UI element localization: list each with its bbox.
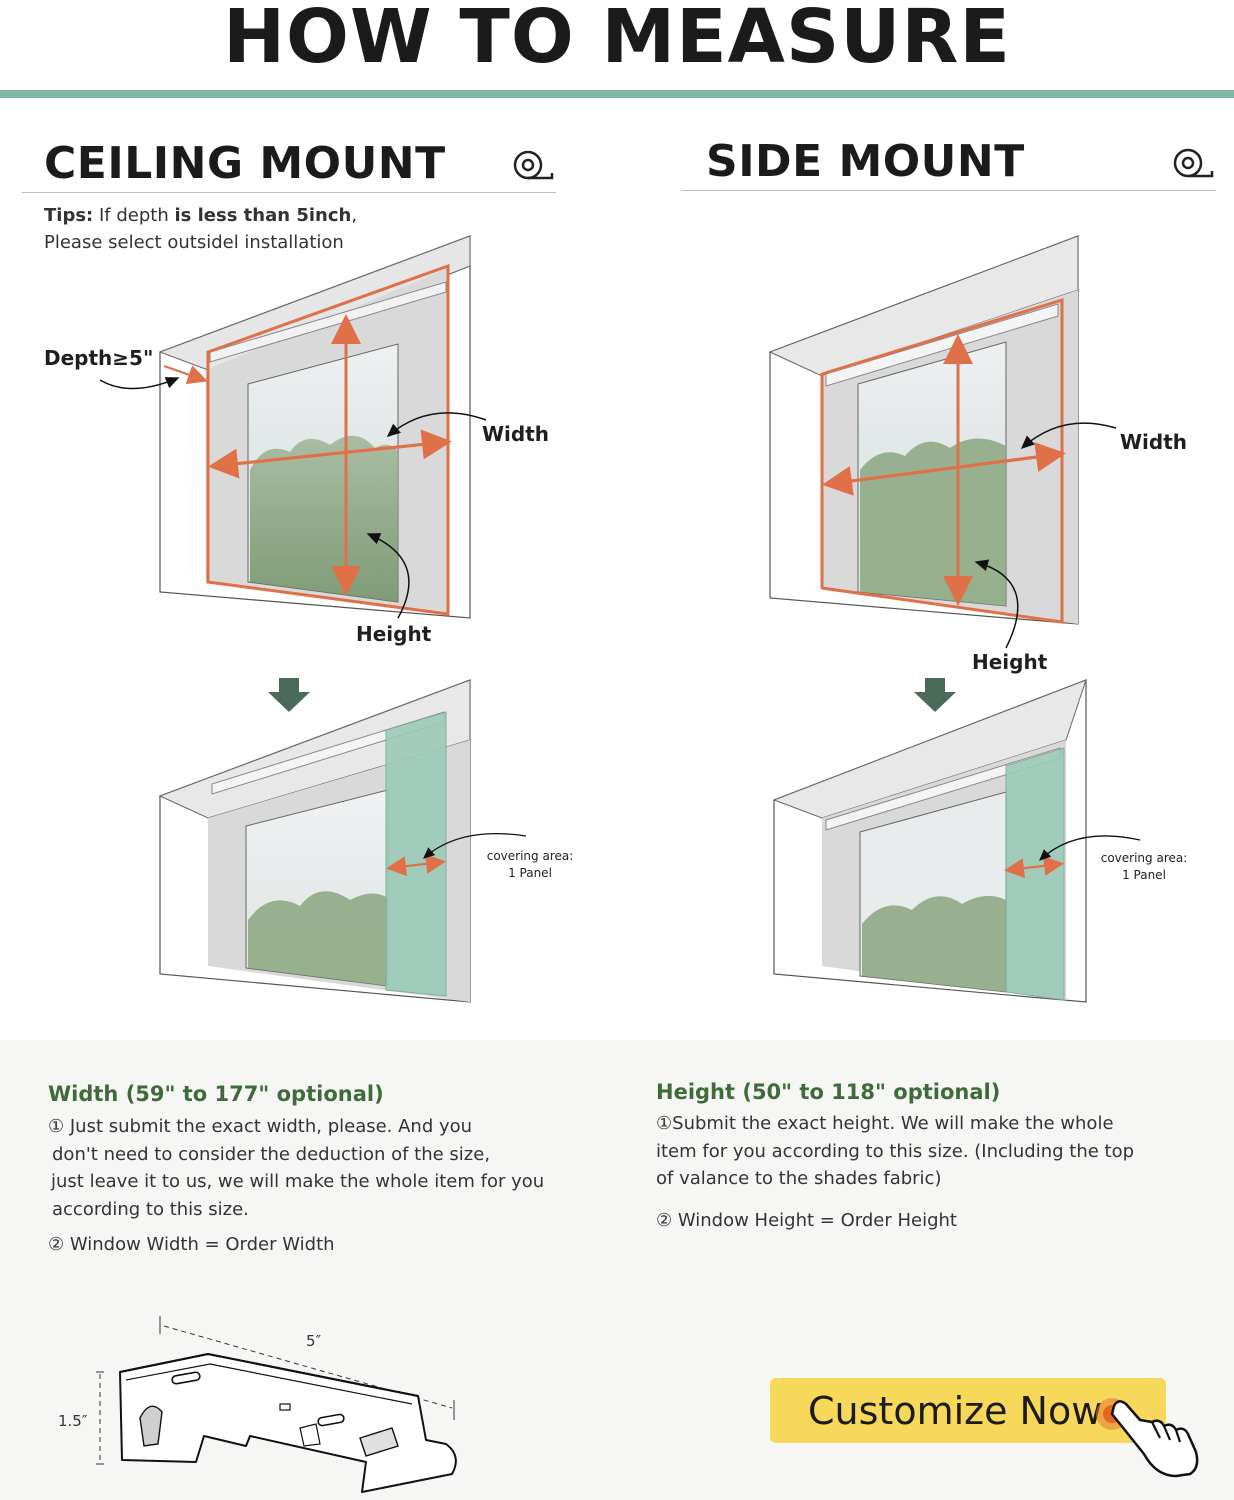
tape-measure-icon [513,150,554,180]
width-spec-line: just leave it to us, we will make the wh… [51,1171,545,1192]
height-spec-text: ①Submit the exact height. We will make t… [656,1110,1216,1234]
ceiling-mount-tips: Tips: If depth is less than 5inch, Pleas… [44,202,564,256]
side-height-label: Height [972,650,1048,674]
tips-label: Tips: [44,205,94,226]
height-spec-formula: ② Window Height = Order Height [656,1209,957,1231]
width-spec-line: don't need to consider the deduction of … [52,1143,491,1165]
ceiling-mount-result-diagram [158,679,527,1003]
height-spec-title: Height (50" to 118" optional) [656,1080,1001,1104]
side-mount-divider [682,190,1216,191]
width-spec-line: according to this size. [52,1198,249,1220]
ceiling-mount-divider [22,192,556,193]
width-spec-formula: ② Window Width = Order Width [48,1234,335,1255]
covering-panel-label: 1 Panel [508,866,552,880]
ceiling-covering-label: covering area: 1 Panel [478,848,582,882]
side-covering-label: covering area: 1 Panel [1092,850,1196,884]
side-mount-result-diagram [772,679,1141,1003]
tape-measure-icon [1173,148,1214,178]
ceiling-width-label: Width [482,422,550,446]
width-spec-text: ① Just submit the exact width, please. A… [48,1113,608,1259]
width-spec-title: Width (59" to 177" optional) [48,1082,384,1106]
tips-text-end: , [351,205,358,226]
height-spec-line: of valance to the shades fabric) [656,1168,942,1189]
arrow-down-icon [914,678,956,712]
covering-area-label: covering area: [486,849,574,863]
side-mount-title: SIDE MOUNT [706,136,1025,187]
bracket-height-label: 1.5″ [58,1412,88,1430]
tips-text: If depth [93,205,175,226]
tips-line-2: Please select outsidel installation [44,232,344,253]
page-title: HOW TO MEASURE [223,0,1011,80]
bracket-length-label: 5″ [306,1332,322,1350]
bracket-diagram [96,1316,457,1493]
depth-label: Depth≥5" [44,346,154,370]
tips-bold: is less than 5inch [174,205,352,226]
customize-now-label: Customize Now [808,1388,1103,1433]
arrow-down-icon [268,678,310,712]
height-spec-line: ①Submit the exact height. We will make t… [656,1113,1114,1134]
side-width-label: Width [1120,430,1188,454]
pointer-hand-icon [1096,1398,1199,1478]
covering-area-label: covering area: [1100,851,1188,865]
covering-panel-label: 1 Panel [1122,868,1166,882]
side-mount-diagram [768,235,1117,649]
ceiling-mount-title: CEILING MOUNT [44,138,446,189]
ceiling-height-label: Height [356,622,432,646]
width-spec-line: ① Just submit the exact width, please. A… [48,1116,473,1137]
title-divider [0,90,1234,98]
ceiling-mount-diagram [99,235,487,619]
height-spec-line: item for you according to this size. (In… [656,1140,1135,1162]
